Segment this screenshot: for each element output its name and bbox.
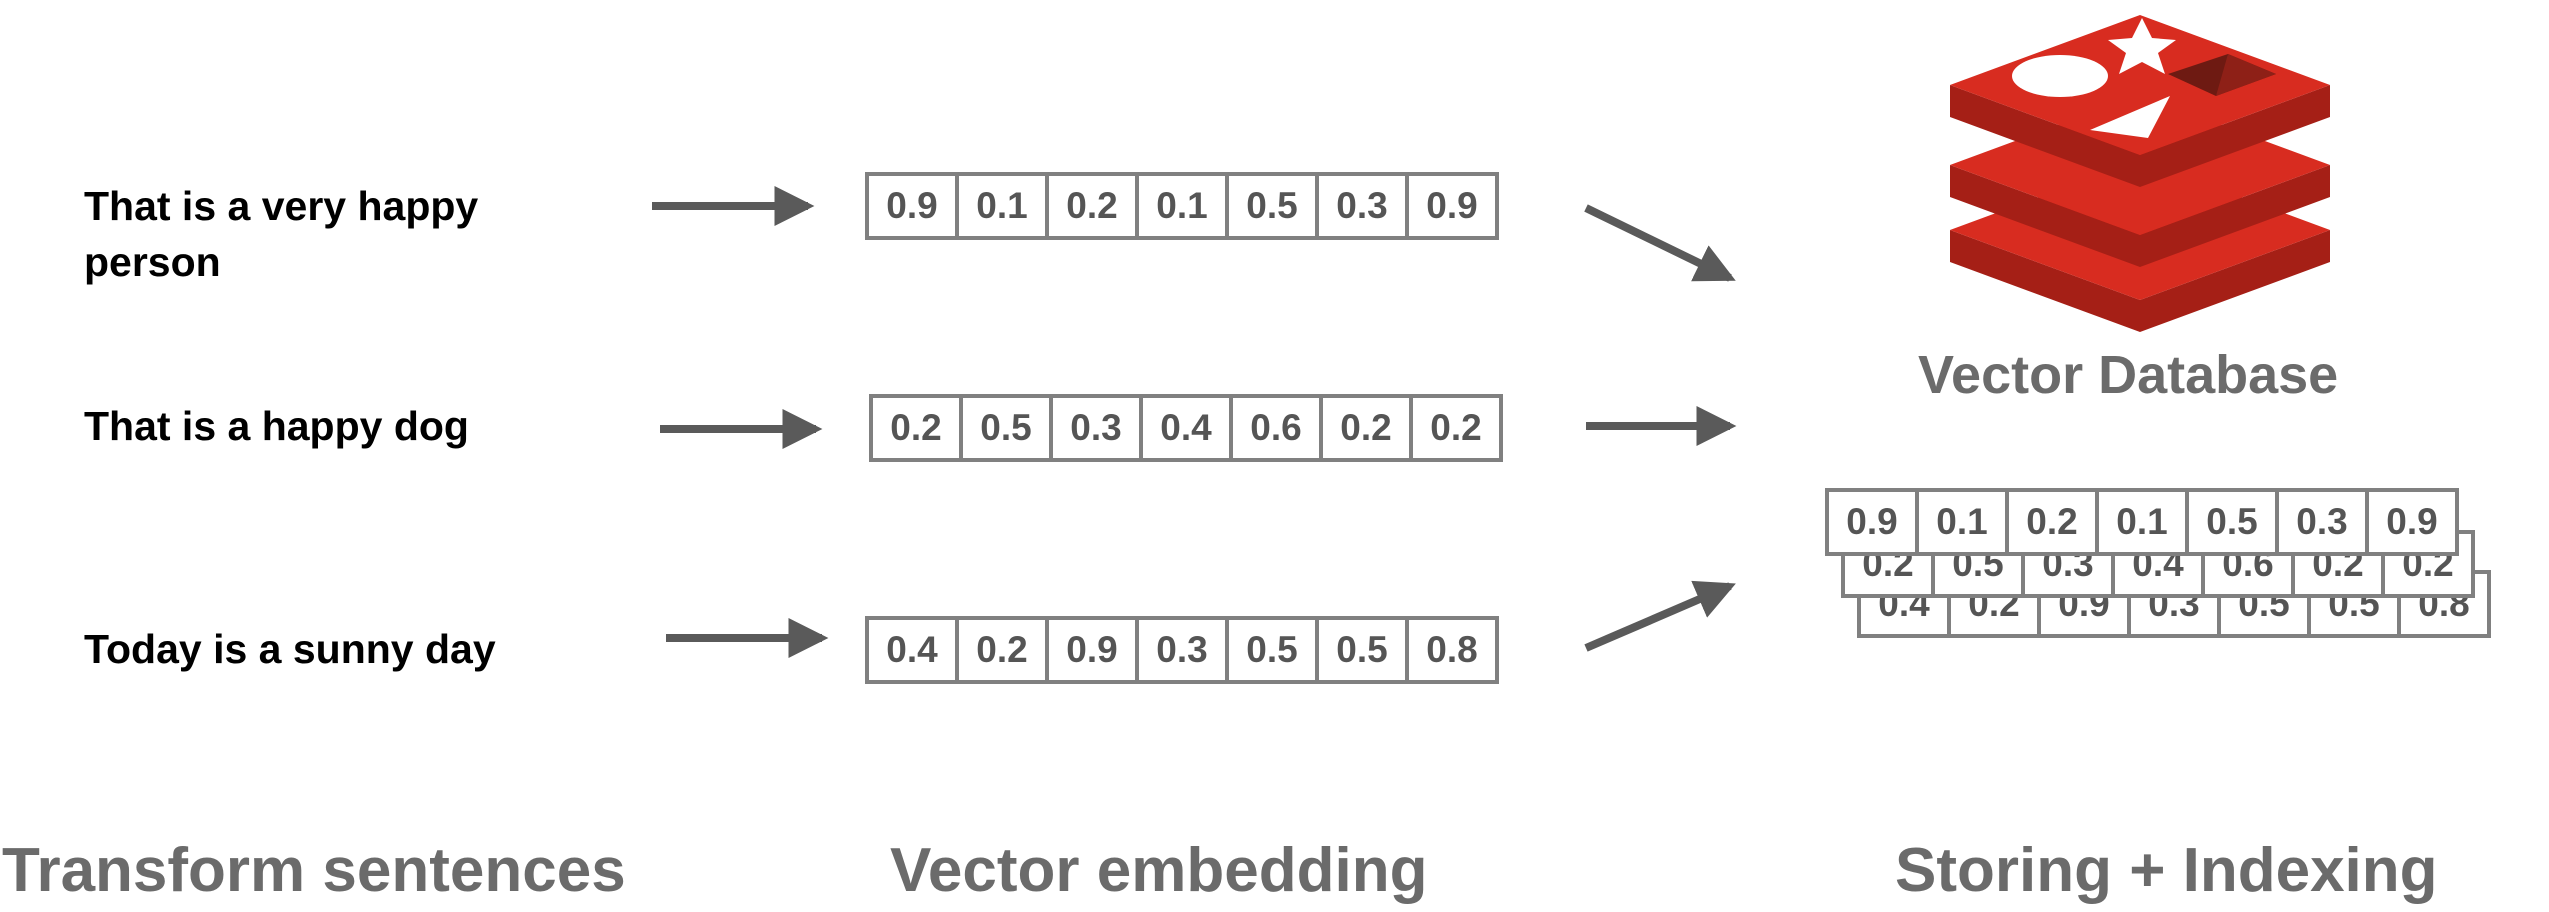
- vector-cell: 0.2: [2009, 492, 2099, 552]
- vector-cell: 0.5: [2189, 492, 2279, 552]
- vector-cell: 0.3: [2279, 492, 2369, 552]
- logo-layer-bottom-side: [1950, 230, 2330, 332]
- vector-cell: 0.2: [1430, 407, 1482, 448]
- vector-cell: 0.2: [959, 620, 1049, 680]
- heading-storing-indexing: Storing + Indexing: [1895, 836, 2438, 905]
- sentence-1-line-2: person: [84, 239, 221, 285]
- sentence-1: That is a very happy person: [84, 178, 478, 290]
- vector-cell: 0.1: [959, 176, 1049, 236]
- sentence-2-line-1: That is a happy dog: [84, 403, 469, 449]
- vector-cell: 0.8: [1426, 629, 1478, 670]
- vector-cell: 0.1: [1919, 492, 2009, 552]
- vector-cell: 0.9: [2386, 501, 2438, 542]
- vector-cell: 0.5: [963, 398, 1053, 458]
- vector-cell: 0.9: [1049, 620, 1139, 680]
- logo-layer-middle-side: [1950, 165, 2330, 267]
- vector-cell: 0.9: [869, 176, 959, 236]
- logo-triangle-icon: [2090, 96, 2170, 138]
- vector-cell: 0.5: [1319, 620, 1409, 680]
- vector-cell: 0.4: [869, 620, 959, 680]
- arrow-vector-3: [1584, 580, 1736, 652]
- sentence-3-line-1: Today is a sunny day: [84, 626, 496, 672]
- logo-star-icon: [2108, 18, 2176, 74]
- heading-transform-sentences: Transform sentences: [2, 836, 626, 905]
- arrow-vector-1: [1584, 204, 1736, 282]
- logo-layer-top-side: [1950, 85, 2330, 187]
- sentence-1-line-1: That is a very happy: [84, 183, 479, 229]
- logo-diamond-shade: [2216, 54, 2276, 96]
- vector-cell: 0.3: [1319, 176, 1409, 236]
- vector-cell: 0.5: [1229, 620, 1319, 680]
- vector-cell: 0.2: [1049, 176, 1139, 236]
- vector-cell: 0.9: [1829, 492, 1919, 552]
- vector-cell: 0.9: [1426, 185, 1478, 226]
- vector-cell: 0.4: [1143, 398, 1233, 458]
- vector-cell: 0.2: [873, 398, 963, 458]
- logo-layer-top-top: [1950, 15, 2330, 155]
- vector-cell: 0.2: [1323, 398, 1413, 458]
- vector-cell: 0.5: [1229, 176, 1319, 236]
- heading-vector-embedding: Vector embedding: [890, 836, 1428, 905]
- vector-cell: 0.3: [1053, 398, 1143, 458]
- sentence-2: That is a happy dog: [84, 398, 469, 454]
- vector-cell: 0.3: [1139, 620, 1229, 680]
- vector-cell: 0.1: [2099, 492, 2189, 552]
- sentence-3: Today is a sunny day: [84, 621, 496, 677]
- logo-circle-icon: [2012, 55, 2108, 97]
- vector-cell: 0.1: [1139, 176, 1229, 236]
- vector-cell: 0.6: [1233, 398, 1323, 458]
- vector-database-label: Vector Database: [1918, 345, 2339, 405]
